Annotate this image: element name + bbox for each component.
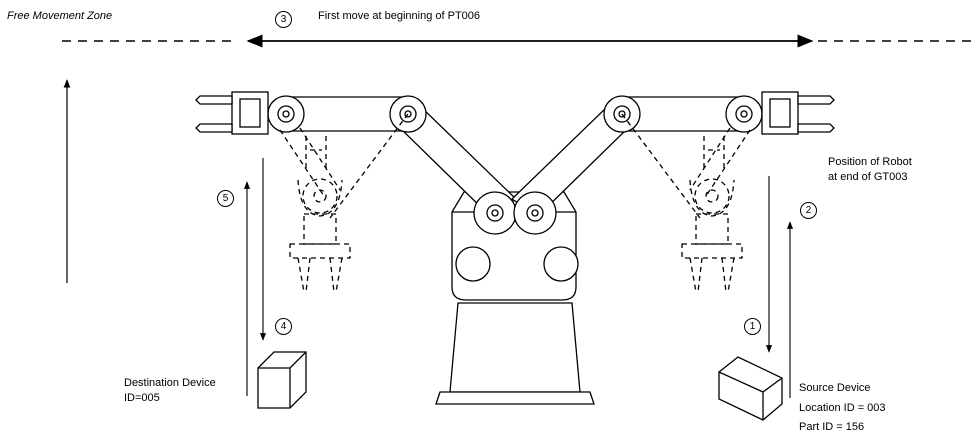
- source-device-label-line1: Source Device: [799, 381, 871, 395]
- destination-device-label-line1: Destination Device: [124, 376, 216, 390]
- destination-device-box: [258, 352, 306, 408]
- source-device-box: [719, 357, 782, 420]
- left-ghost-arm: [280, 114, 408, 292]
- robot-position-label-line2: at end of GT003: [828, 170, 908, 184]
- first-move-label: First move at beginning of PT006: [318, 9, 480, 23]
- destination-device-label-line2: ID=005: [124, 391, 160, 405]
- robot-position-label-line1: Position of Robot: [828, 155, 912, 169]
- source-device-label-line2: Location ID = 003: [799, 401, 886, 415]
- step-3-marker: 3: [275, 11, 292, 28]
- right-ghost-arm: [622, 114, 750, 292]
- step-5-marker: 5: [217, 190, 234, 207]
- step-1-marker: 1: [744, 318, 761, 335]
- free-movement-zone-label: Free Movement Zone: [7, 9, 112, 23]
- robot-base: [436, 192, 594, 404]
- source-device-label-line3: Part ID = 156: [799, 420, 864, 434]
- step-2-marker: 2: [800, 202, 817, 219]
- step-4-marker: 4: [275, 318, 292, 335]
